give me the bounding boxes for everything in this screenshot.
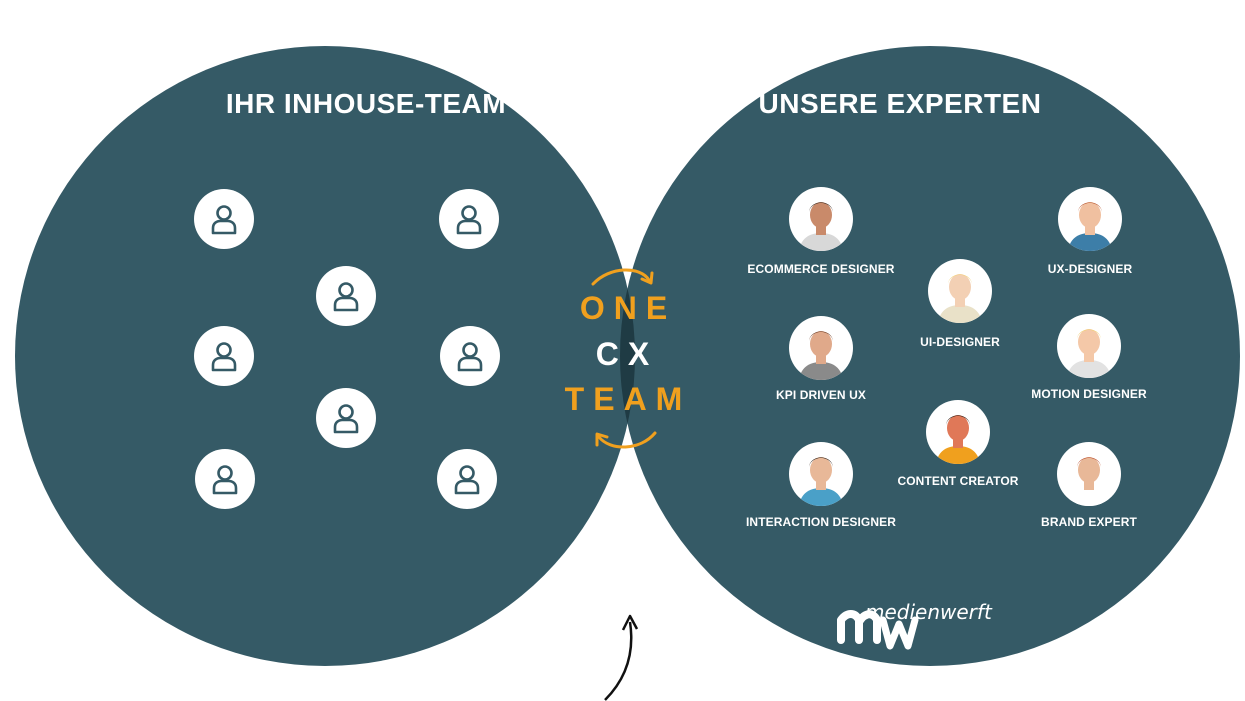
red-haired-man-avatar [1057, 442, 1121, 506]
expert-label: ECOMMERCE DESIGNER [747, 262, 895, 276]
inhouse-person-5 [440, 326, 500, 386]
inhouse-person-8 [437, 449, 497, 509]
overlap-word-one: ONE [579, 290, 677, 326]
pointer-arrow-icon [604, 621, 633, 701]
blonde-woman-avatar [928, 259, 992, 323]
left-circle [15, 46, 635, 666]
medienwerft-logo: medienwerft [835, 598, 1005, 663]
inhouse-team-title: IHR INHOUSE-TEAM [225, 88, 507, 119]
inhouse-person-3 [316, 266, 376, 326]
overlap-word-team: TEAM [564, 381, 692, 417]
expert-label: UI-DESIGNER [920, 335, 1000, 349]
mw-logo-icon [837, 610, 919, 650]
person-outline-icon [457, 342, 483, 372]
person-outline-icon [454, 465, 480, 495]
person-outline-icon [456, 205, 482, 235]
expert-label: KPI DRIVEN UX [776, 388, 866, 402]
overlap-word-cx: CX [595, 336, 659, 372]
inhouse-person-2 [439, 189, 499, 249]
inhouse-person-1 [194, 189, 254, 249]
bottom-arrow-icon [595, 431, 657, 449]
expert-label: BRAND EXPERT [1041, 515, 1137, 529]
person-outline-icon [211, 205, 237, 235]
top-arrow-icon [591, 268, 654, 286]
right-circle [620, 46, 1240, 666]
person-outline-icon [333, 404, 359, 434]
blond-man-avatar [1057, 314, 1121, 378]
woman-bun-avatar [789, 316, 853, 380]
expert-label: CONTENT CREATOR [897, 474, 1019, 488]
inhouse-person-6 [316, 388, 376, 448]
man-orange-shirt-avatar [926, 400, 990, 464]
expert-label: MOTION DESIGNER [1031, 387, 1147, 401]
expert-label: INTERACTION DESIGNER [745, 515, 897, 529]
inhouse-person-4 [194, 326, 254, 386]
inhouse-person-7 [195, 449, 255, 509]
red-haired-woman-avatar [1058, 187, 1122, 251]
person-outline-icon [212, 465, 238, 495]
man-glasses-avatar [789, 442, 853, 506]
brand-name: medienwerft [865, 600, 992, 624]
bearded-man-avatar [789, 187, 853, 251]
person-outline-icon [333, 282, 359, 312]
expert-label: UX-DESIGNER [1047, 262, 1133, 276]
experts-title: UNSERE EXPERTEN [758, 88, 1042, 119]
pointer-arrowhead [621, 614, 639, 631]
person-outline-icon [211, 342, 237, 372]
